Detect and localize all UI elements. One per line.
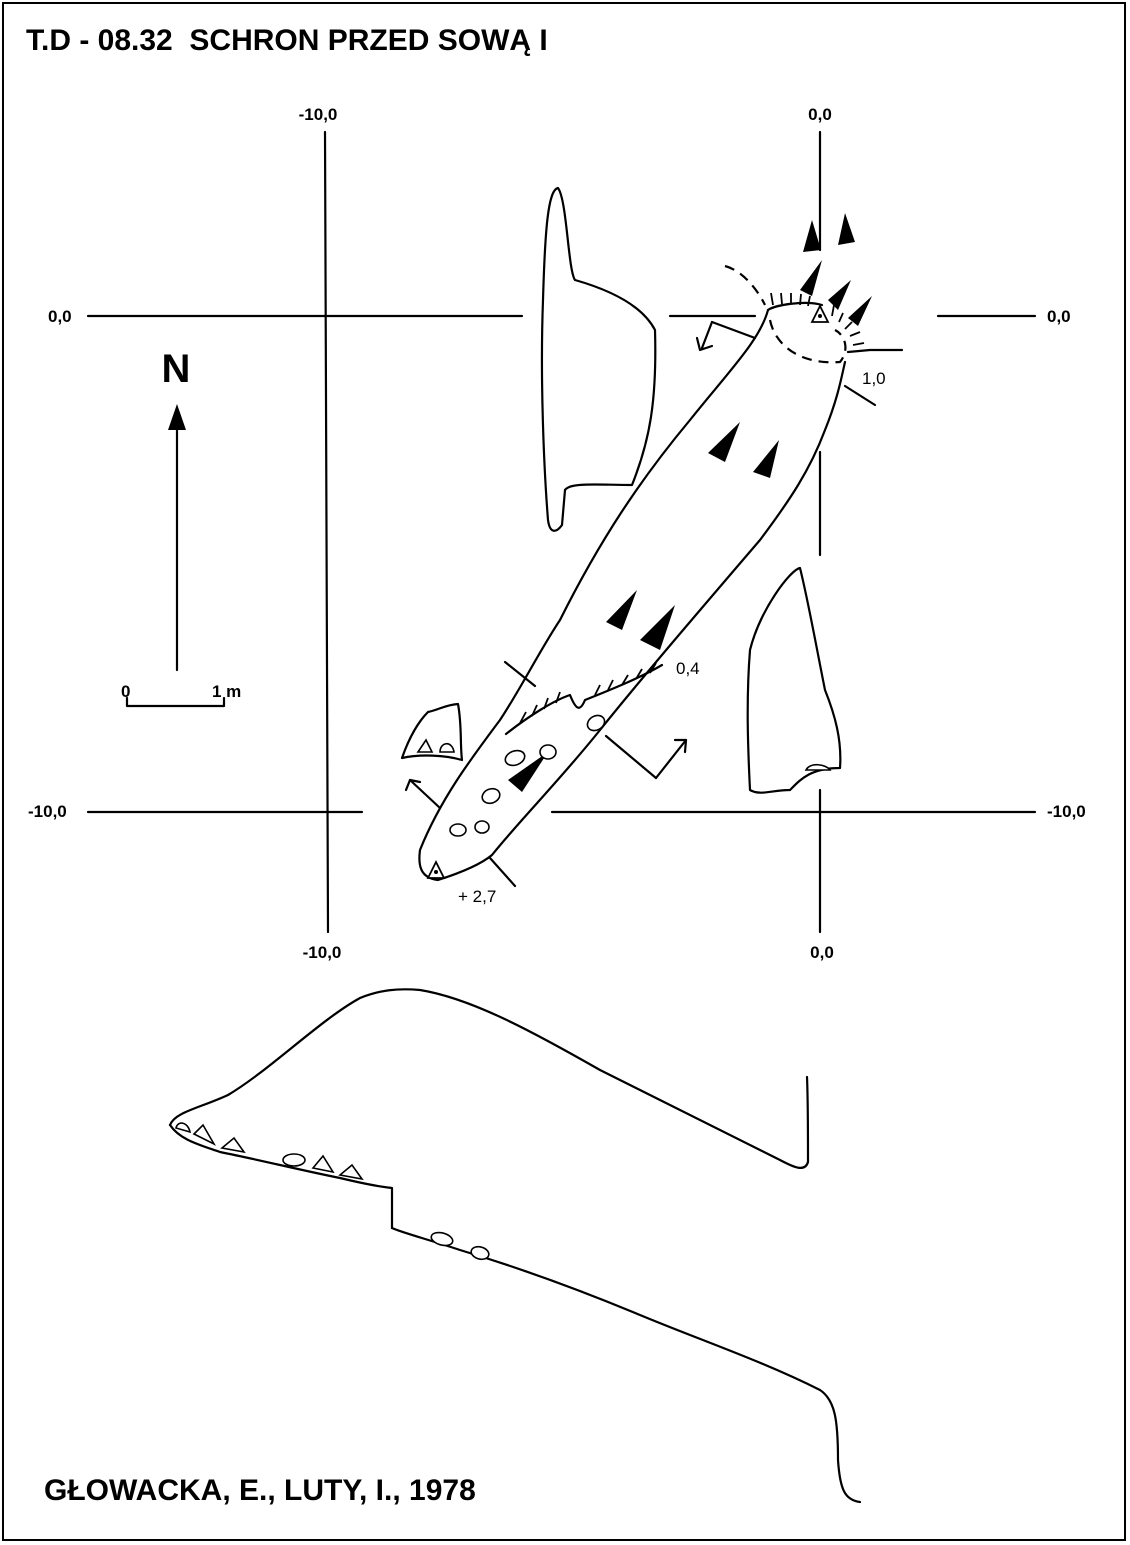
scale-label-zero: 0 — [121, 682, 130, 701]
section-line-upper — [695, 320, 877, 407]
scale-label-one: 1 m — [212, 682, 241, 701]
stone-small-rock-1 — [416, 738, 434, 753]
entrance-marker-icon — [810, 303, 830, 323]
grid-label-right-upper: 0,0 — [1047, 307, 1071, 326]
depth-label-end: + 2,7 — [458, 887, 496, 906]
slope-arrows — [508, 213, 872, 792]
profile-stones — [175, 1122, 490, 1261]
section-line-middle — [503, 660, 688, 780]
stone-small-rock-2 — [439, 742, 455, 753]
section-line-lower — [404, 778, 517, 888]
profile-ceiling — [168, 988, 810, 1169]
north-arrow-icon — [168, 404, 186, 672]
scale-bar — [125, 696, 226, 708]
depth-label-middle: 0,4 — [676, 659, 700, 678]
author-credit: GŁOWACKA, E., LUTY, I., 1978 — [44, 1474, 476, 1507]
entrance-dripline — [724, 264, 766, 306]
grid-label-top-left: -10,0 — [299, 105, 338, 124]
entrance-outline-dashed — [768, 319, 847, 364]
end-marker-icon — [426, 859, 446, 879]
entrance-hachures — [770, 292, 865, 346]
passage-stones — [449, 714, 606, 837]
grid-label-left-upper: 0,0 — [48, 307, 72, 326]
middle-hachures — [519, 662, 657, 724]
north-label: N — [162, 347, 191, 391]
stone-right-rock — [804, 763, 832, 771]
grid-label-left-lower: -10,0 — [28, 802, 67, 821]
grid-lines — [86, 130, 1037, 934]
depth-label-entrance: 1,0 — [862, 369, 886, 388]
grid-label-bottom-left: -10,0 — [303, 943, 342, 962]
grid-label-right-lower: -10,0 — [1047, 802, 1086, 821]
entrance-edge — [766, 301, 824, 312]
grid-label-top-right: 0,0 — [808, 105, 832, 124]
rock-outline-small — [400, 702, 464, 762]
profile-floor-lower — [390, 1226, 862, 1504]
grid-label-bottom-right: 0,0 — [810, 943, 834, 962]
rock-outline-right — [746, 566, 842, 794]
cave-passage-outline — [418, 308, 847, 882]
middle-ledge-outline — [504, 663, 664, 736]
rock-outline-upper — [540, 186, 657, 532]
map-title: T.D - 08.32 SCHRON PRZED SOWĄ I — [26, 24, 548, 57]
profile-floor-upper — [168, 1123, 394, 1230]
entrance-ledge — [846, 348, 904, 354]
